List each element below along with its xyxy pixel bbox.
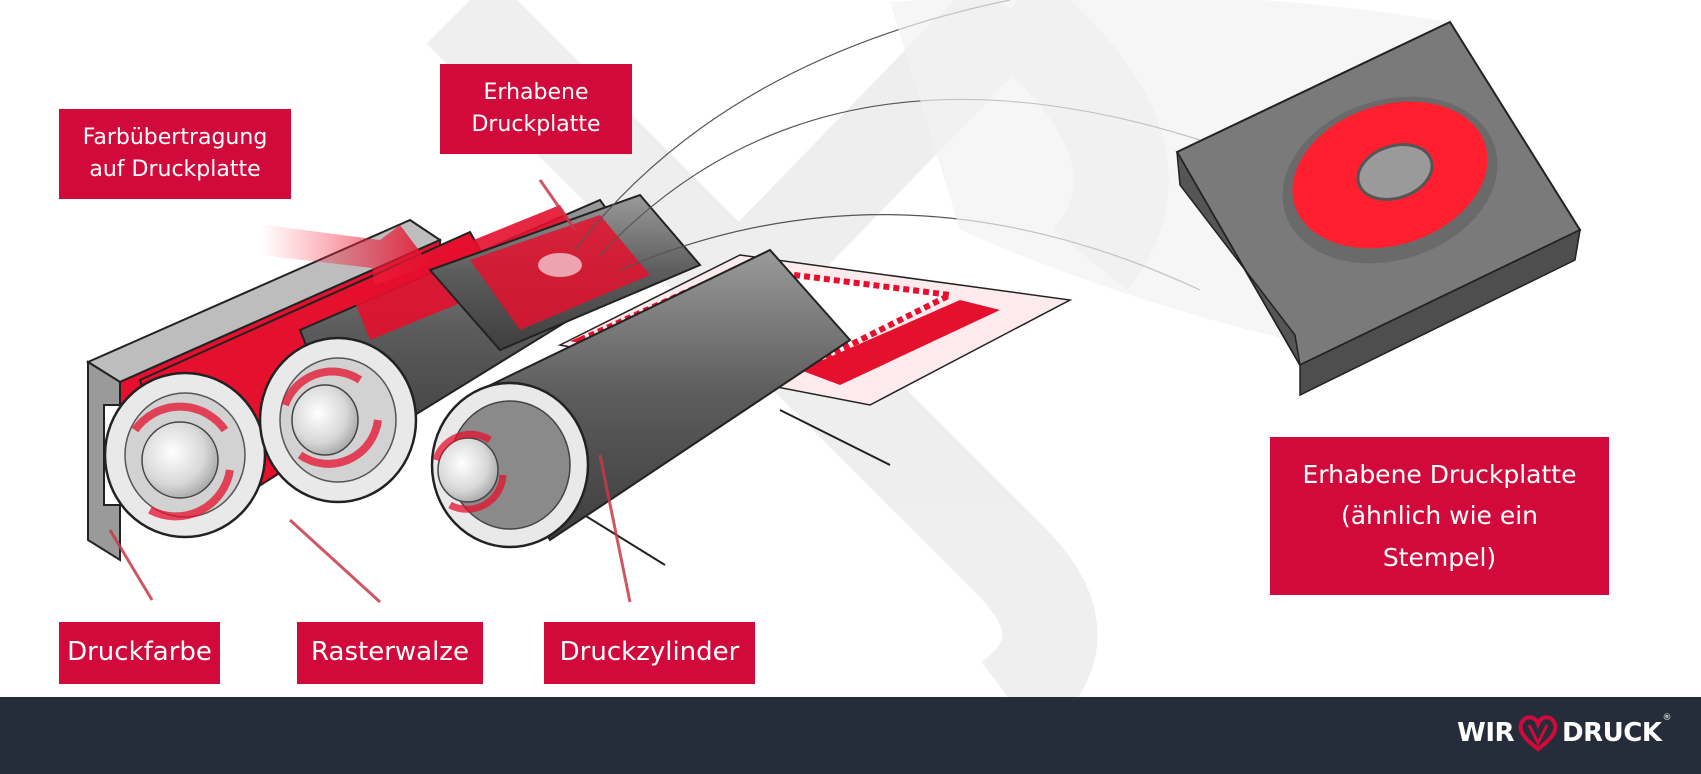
registered-mark: ® xyxy=(1662,713,1672,723)
label-impression-cylinder-text: Druckzylinder xyxy=(559,637,740,668)
label-raised-plate-detail-line2: (ähnlich wie ein xyxy=(1340,501,1539,531)
label-raised-plate-detail: Erhabene Druckplatte (ähnlich wie ein St… xyxy=(1270,437,1609,595)
brand-logo: WIR DRUCK ® xyxy=(1457,713,1671,753)
raised-plate-detail xyxy=(890,0,1582,397)
leader-lines xyxy=(108,179,632,604)
label-raised-plate-top-line2: Druckplatte xyxy=(471,112,601,137)
label-raised-plate-top: Erhabene Druckplatte xyxy=(440,64,632,154)
logo-text-right: DRUCK xyxy=(1562,718,1662,748)
label-ink-transfer-line2: auf Druckplatte xyxy=(89,157,261,182)
heart-icon xyxy=(1518,715,1558,752)
label-ink-transfer-line1: Farbübertragung xyxy=(82,125,268,151)
label-raised-plate-detail-line1: Erhabene Druckplatte xyxy=(1302,460,1577,490)
logo-text-left: WIR xyxy=(1457,718,1515,748)
label-anilox-roller: Rasterwalze xyxy=(297,622,483,684)
label-ink: Druckfarbe xyxy=(59,622,220,684)
label-anilox-roller-text: Rasterwalze xyxy=(311,637,469,668)
label-ink-transfer: Farbübertragung auf Druckplatte xyxy=(59,109,291,199)
label-raised-plate-top-line1: Erhabene xyxy=(483,80,589,106)
label-raised-plate-detail-line3: Stempel) xyxy=(1382,542,1497,572)
label-ink-text: Druckfarbe xyxy=(67,637,212,668)
ink-transfer-arrow xyxy=(260,225,430,285)
label-impression-cylinder: Druckzylinder xyxy=(544,622,755,684)
impression-cylinder xyxy=(430,248,852,549)
plate-cylinder xyxy=(428,193,702,352)
footer-bar: WIR DRUCK ® xyxy=(0,697,1701,774)
